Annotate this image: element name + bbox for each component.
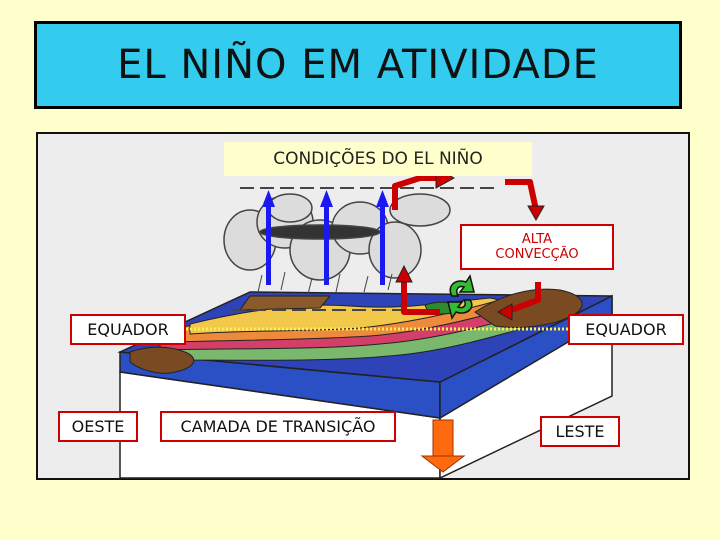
storm-clouds: [224, 194, 450, 280]
equator-right-label: EQUADOR: [568, 314, 684, 345]
equator-left-label: EQUADOR: [70, 314, 186, 345]
west-label: OESTE: [58, 411, 138, 442]
high-convection-label: ALTA CONVECÇÃO: [460, 224, 614, 270]
high-convection-line2: CONVECÇÃO: [495, 247, 578, 262]
thermocline-label: CAMADA DE TRANSIÇÃO: [160, 411, 396, 442]
high-convection-line1: ALTA: [522, 232, 552, 247]
conditions-label: CONDIÇÕES DO EL NIÑO: [224, 142, 532, 176]
east-label: LESTE: [540, 416, 620, 447]
